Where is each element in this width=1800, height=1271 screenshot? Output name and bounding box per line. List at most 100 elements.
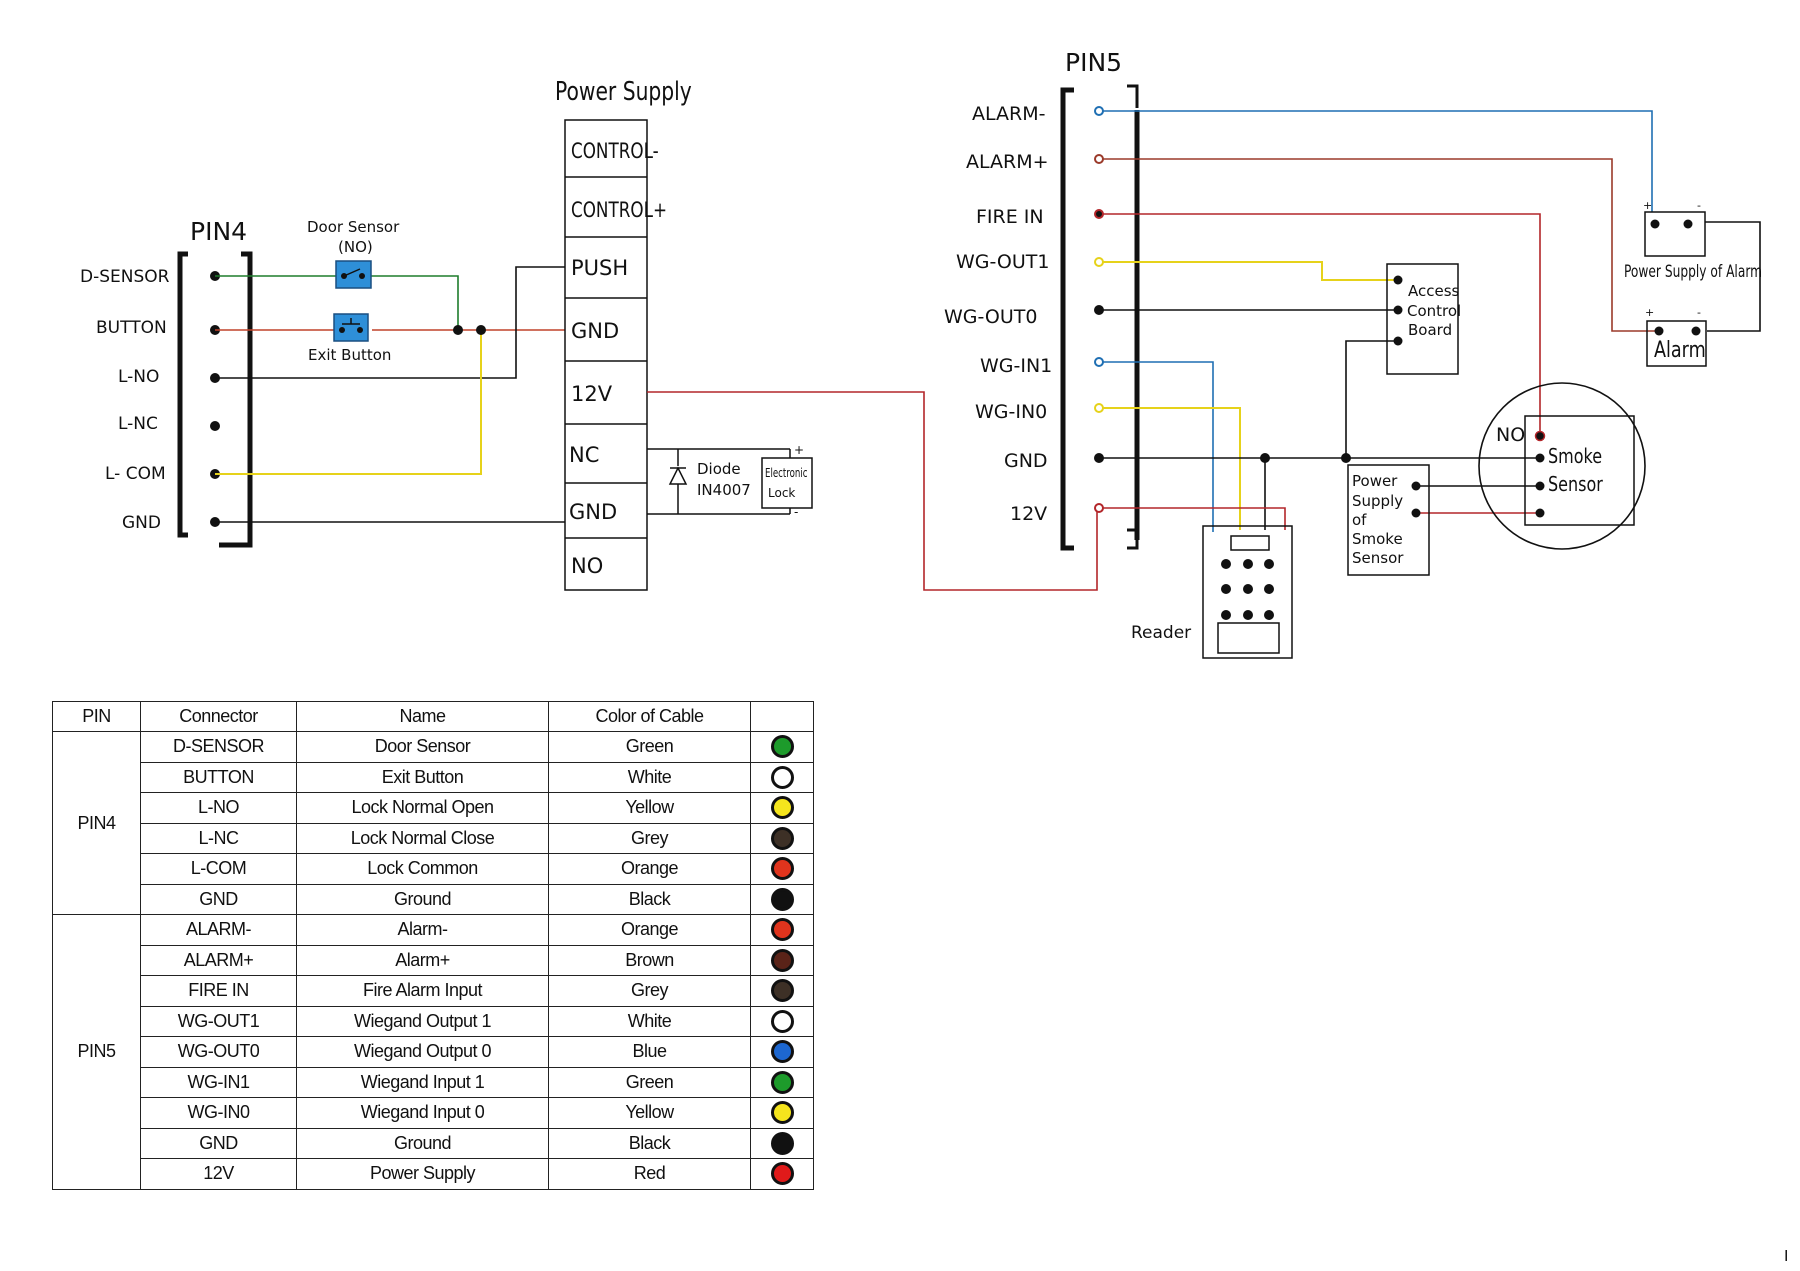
pin4-label-l-nc: L-NC xyxy=(118,414,158,434)
cell-connector: WG-OUT1 xyxy=(140,1005,297,1037)
cell-color: White xyxy=(548,1005,751,1037)
cable-color-swatch-icon xyxy=(770,1070,794,1094)
cell-connector: L-NO xyxy=(140,792,297,824)
cell-name: Wiegand Input 1 xyxy=(296,1066,549,1098)
pin4-wiring xyxy=(215,266,565,523)
alarm-minus: - xyxy=(1697,306,1701,319)
cell-connector: 12V xyxy=(140,1158,297,1190)
pin5-label-wg-in1: WG-IN1 xyxy=(980,355,1052,377)
smoke-sensor-line2: Sensor xyxy=(1548,473,1603,496)
header-connector: Connector xyxy=(140,701,297,732)
smoke-psu-line3: of xyxy=(1352,511,1367,529)
terminal-gnd-2: GND xyxy=(569,500,617,524)
cell-connector: WG-IN1 xyxy=(140,1066,297,1098)
lock-minus: - xyxy=(794,505,798,519)
header-name: Name xyxy=(296,701,549,732)
cell-color: Green xyxy=(548,1066,751,1098)
terminal-no: NO xyxy=(571,554,603,578)
door-sensor: Door Sensor (NO) xyxy=(307,218,400,289)
exit-button: Exit Button xyxy=(308,313,391,364)
smoke-psu-line5: Sensor xyxy=(1352,549,1404,567)
cell-color: White xyxy=(548,761,751,793)
cell-swatch xyxy=(750,1005,814,1037)
header-swatch xyxy=(750,701,814,732)
cell-swatch xyxy=(750,1127,814,1159)
cell-color: Blue xyxy=(548,1036,751,1068)
cell-connector: WG-IN0 xyxy=(140,1097,297,1129)
cell-name: Exit Button xyxy=(296,761,549,793)
pin5-dots xyxy=(1094,106,1104,513)
cell-swatch xyxy=(750,1158,814,1190)
cable-color-swatch-icon xyxy=(770,918,794,942)
pin5-label-wg-out0: WG-OUT0 xyxy=(944,306,1037,328)
cable-color-swatch-icon xyxy=(770,796,794,820)
pin4-labels: D-SENSOR BUTTON L-NO L-NC L- COM GND xyxy=(80,267,170,533)
cell-swatch xyxy=(750,792,814,824)
terminal-control-minus: CONTROL- xyxy=(571,139,659,163)
cell-swatch xyxy=(750,944,814,976)
cell-color: Red xyxy=(548,1158,751,1190)
cable-color-swatch-icon xyxy=(770,857,794,881)
cell-color: Yellow xyxy=(548,1097,751,1129)
cell-connector: GND xyxy=(140,1127,297,1159)
reader-label: Reader xyxy=(1131,623,1191,643)
cell-swatch xyxy=(750,975,814,1007)
access-board-line1: Access xyxy=(1408,282,1460,300)
cell-connector: ALARM- xyxy=(140,914,297,946)
cell-connector: BUTTON xyxy=(140,761,297,793)
cell-name: Lock Normal Close xyxy=(296,822,549,854)
cell-swatch xyxy=(750,914,814,946)
cell-name: Lock Normal Open xyxy=(296,792,549,824)
alarm-device: + - Alarm xyxy=(1645,306,1707,367)
cell-name: Alarm+ xyxy=(296,944,549,976)
pin5-label-fire-in: FIRE IN xyxy=(976,206,1044,228)
lock-line1: Electronic xyxy=(765,467,808,481)
alarm-psu-plus: + xyxy=(1643,199,1652,212)
alarm-label: Alarm xyxy=(1654,337,1706,362)
cell-swatch xyxy=(750,1036,814,1068)
cable-color-swatch-icon xyxy=(770,1040,794,1064)
alarm-power-supply: + - Power Supply of Alarm xyxy=(1624,199,1762,282)
cable-color-swatch-icon xyxy=(770,1131,794,1155)
cell-color: Grey xyxy=(548,975,751,1007)
smoke-sensor-no: NO xyxy=(1496,424,1525,446)
pin4-title: PIN4 xyxy=(190,217,247,246)
keypad-icon xyxy=(1221,559,1274,620)
cell-swatch xyxy=(750,1097,814,1129)
pin4-label-gnd: GND xyxy=(122,513,161,533)
diode-lock-circuit: Diode IN4007 + - Electronic Lock xyxy=(647,443,813,519)
pin4-label-button: BUTTON xyxy=(96,318,167,338)
cell-swatch xyxy=(750,822,814,854)
cell-color: Orange xyxy=(548,914,751,946)
cell-name: Wiegand Output 1 xyxy=(296,1005,549,1037)
cell-name: Power Supply xyxy=(296,1158,549,1190)
cell-name: Lock Common xyxy=(296,853,549,885)
cell-color: Yellow xyxy=(548,792,751,824)
cable-color-swatch-icon xyxy=(770,735,794,759)
cell-color: Black xyxy=(548,883,751,915)
cell-name: Alarm- xyxy=(296,914,549,946)
cable-color-swatch-icon xyxy=(770,979,794,1003)
smoke-sensor-power-supply: Power Supply of Smoke Sensor xyxy=(1347,464,1430,576)
cell-connector: D-SENSOR xyxy=(140,731,297,763)
smoke-psu-line1: Power xyxy=(1352,472,1398,490)
cell-connector: GND xyxy=(140,883,297,915)
terminal-gnd-1: GND xyxy=(571,319,619,343)
cable-color-swatch-icon xyxy=(770,826,794,850)
cell-name: Door Sensor xyxy=(296,731,549,763)
cell-connector: FIRE IN xyxy=(140,975,297,1007)
access-control-board: Access Control Board xyxy=(1386,263,1461,375)
cell-connector: L-NC xyxy=(140,822,297,854)
cell-connector: WG-OUT0 xyxy=(140,1036,297,1068)
cable-color-swatch-icon xyxy=(770,948,794,972)
door-sensor-label: Door Sensor xyxy=(307,218,400,236)
